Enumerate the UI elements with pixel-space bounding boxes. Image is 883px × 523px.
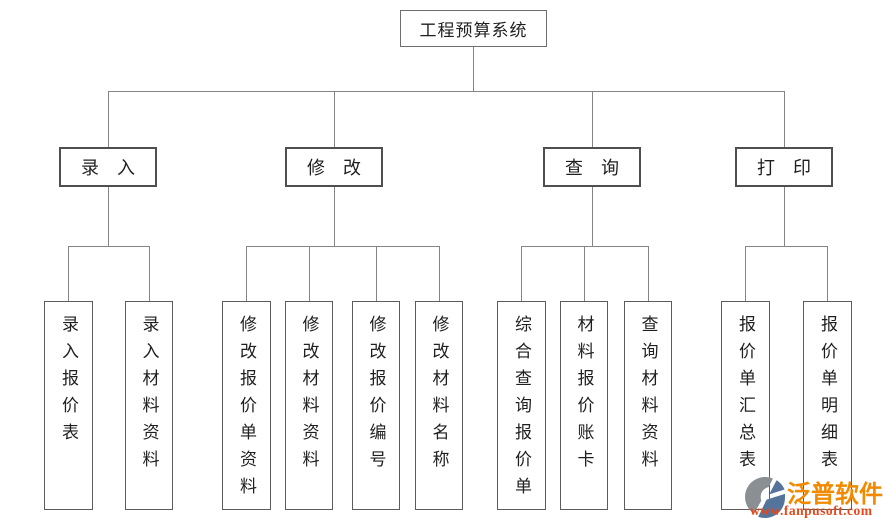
connector-line [108,91,785,92]
node-leaf-query-material-data: 查询材料资料 [624,301,672,510]
connector-line [68,246,150,247]
node-branch-modify-label: 修 改 [307,158,361,178]
connector-line [246,246,440,247]
node-leaf-modify-material-name: 修改材料名称 [415,301,463,510]
leaf-label: 报价单汇总表 [736,315,755,477]
leaf-label: 修改报价编号 [366,315,386,477]
leaf-label: 录入报价表 [59,315,78,450]
connector-line [108,187,109,246]
node-branch-entry-label: 录 入 [81,158,135,178]
node-leaf-modify-quote-data: 修改报价单资料 [222,301,271,510]
connector-line [334,187,335,246]
leaf-label: 综合查询报价单 [512,315,531,504]
node-leaf-entry-quote-sheet: 录入报价表 [44,301,93,510]
node-leaf-entry-material-data: 录入材料资料 [125,301,173,510]
node-branch-entry: 录 入 [59,147,157,187]
connector-line [521,246,649,247]
connector-line [745,246,828,247]
connector-line [648,246,649,301]
node-branch-print: 打 印 [735,147,833,187]
leaf-label: 查询材料资料 [638,315,658,477]
connector-line [521,246,522,301]
leaf-label: 录入材料资料 [139,315,159,477]
connector-line [439,246,440,301]
connector-line [473,47,474,91]
connector-line [376,246,377,301]
node-branch-print-label: 打 印 [757,158,811,178]
node-branch-query: 查 询 [543,147,641,187]
leaf-label: 修改材料名称 [429,315,449,477]
connector-line [108,91,109,147]
connector-line [827,246,828,301]
node-branch-query-label: 查 询 [565,158,619,178]
connector-line [592,187,593,246]
connector-line [246,246,247,301]
leaf-label: 材料报价账卡 [574,315,594,477]
node-leaf-modify-quote-number: 修改报价编号 [352,301,400,510]
connector-line [592,91,593,147]
leaf-label: 修改材料资料 [299,315,319,477]
node-root: 工程预算系统 [400,10,547,47]
leaf-label: 报价单明细表 [818,315,837,477]
connector-line [784,187,785,246]
node-leaf-query-comprehensive-quote: 综合查询报价单 [497,301,546,510]
connector-line [334,91,335,147]
node-leaf-modify-material-data: 修改材料资料 [285,301,333,510]
connector-line [784,91,785,147]
node-branch-modify: 修 改 [285,147,383,187]
connector-line [745,246,746,301]
node-leaf-quote-detail-sheet: 报价单明细表 [803,301,852,510]
node-leaf-material-quote-ledger: 材料报价账卡 [560,301,608,510]
connector-line [149,246,150,301]
node-root-label: 工程预算系统 [419,21,528,40]
connector-line [309,246,310,301]
leaf-label: 修改报价单资料 [237,315,256,504]
connector-line [68,246,69,301]
connector-line [584,246,585,301]
node-leaf-quote-summary-sheet: 报价单汇总表 [721,301,770,510]
